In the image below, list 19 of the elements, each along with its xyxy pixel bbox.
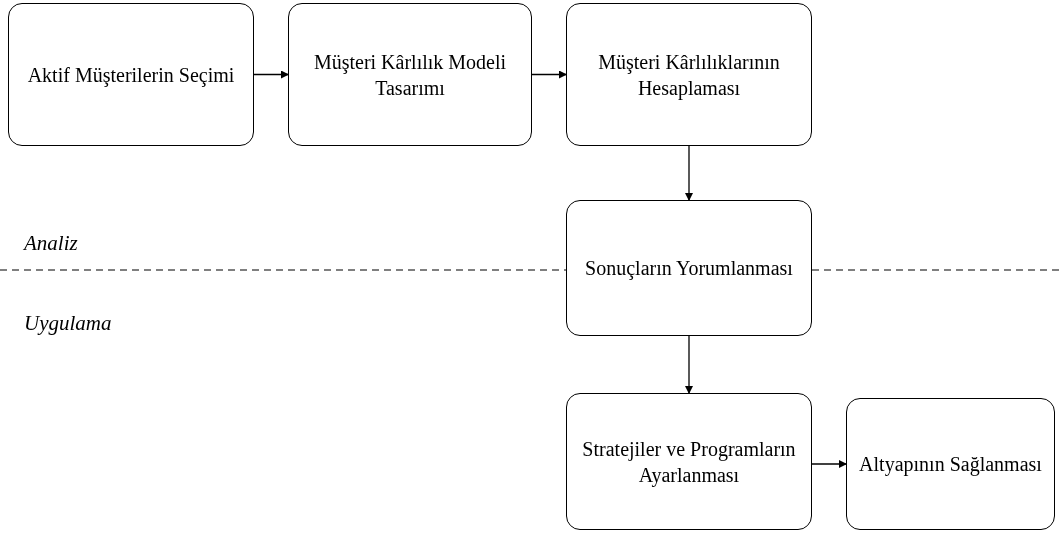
arrow — [531, 70, 567, 79]
process-box — [288, 3, 532, 146]
process-box — [566, 3, 812, 146]
arrow — [253, 70, 289, 79]
box-text: Altyapının Sağlanması — [859, 452, 1042, 477]
process-box — [566, 393, 812, 530]
process-box — [566, 200, 812, 336]
section-label: Analiz — [24, 230, 78, 257]
box-text: Aktif Müşterilerin Seçimi — [27, 62, 235, 88]
box-text: Müşteri Kârlılıklarının Hesaplaması — [597, 49, 781, 101]
process-box — [8, 3, 254, 146]
box-text: Sonuçların Yorumlanması — [585, 256, 793, 281]
arrow — [685, 335, 693, 394]
box-text: Müşteri Kârlılık Modeli Tasarımı — [312, 49, 508, 101]
process-box — [846, 398, 1055, 530]
arrow — [685, 145, 693, 201]
box-text: Stratejiler ve Programların Ayarlanması — [581, 436, 797, 488]
section-label: Uygulama — [24, 310, 112, 337]
arrow — [811, 460, 847, 468]
